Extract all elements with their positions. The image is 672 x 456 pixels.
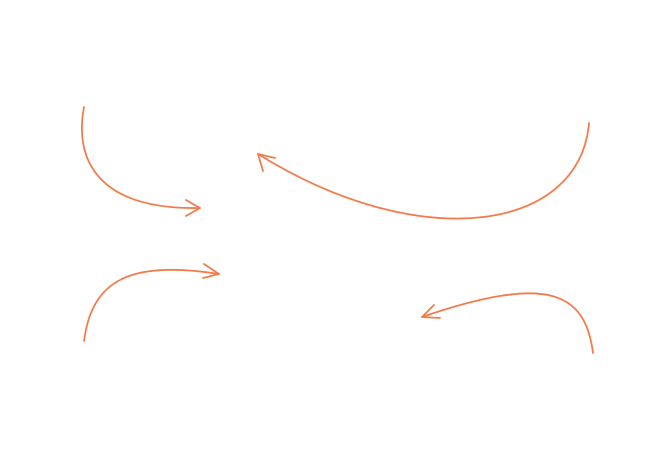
arrow-bottom-right-curve — [421, 292, 594, 354]
arrow-bottom-right-head — [421, 304, 441, 319]
arrow-top-right-head — [257, 153, 276, 172]
arrow-bottom-left-head — [202, 263, 220, 279]
arrow-top-left — [81, 106, 201, 217]
arrow-top-left-curve — [81, 106, 201, 209]
arrow-top-left-head — [185, 199, 201, 217]
arrow-bottom-left — [83, 263, 220, 342]
arrow-bottom-right — [421, 292, 594, 354]
arrow-bottom-left-curve — [83, 268, 220, 342]
arrow-top-right — [257, 122, 590, 220]
arrow-top-right-curve — [257, 122, 590, 220]
